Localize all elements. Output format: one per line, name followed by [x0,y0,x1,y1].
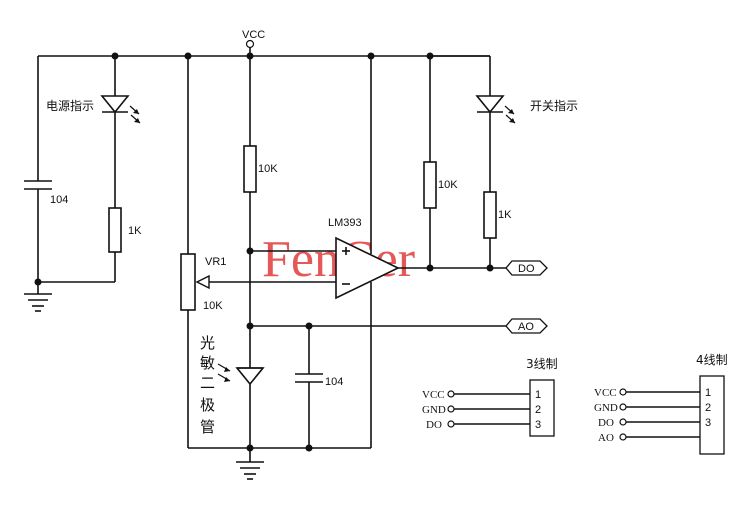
resistor-power-led: 1K [108,207,142,282]
resistor-power-led-value: 1K [128,225,142,237]
net-ao: AO [246,318,548,334]
vr-value: 10K [203,300,223,312]
resistor-switch-led-value: 1K [498,209,512,221]
ground-left [24,278,115,312]
comparator-label: LM393 [328,217,362,229]
photodiode-char-1: 光 [200,334,215,352]
connector4-pin-2: 2 [705,402,711,414]
cap-center-value: 104 [325,376,343,388]
switch-led: 开关指示 [430,55,578,192]
vr-name: VR1 [205,256,226,268]
connector4-signal-2: GND [594,402,618,414]
connector4-pin-3: 3 [705,417,711,429]
cap-left-value: 104 [50,194,68,206]
resistor-top-center: 10K [243,56,336,368]
vcc-rail: VCC [38,29,490,60]
power-led: 电源指示 [46,56,141,208]
net-tag-do: DO [505,260,548,276]
capacitor-left: 104 [24,56,68,282]
net-ao-label: AO [518,321,534,333]
connector3-signal-3: DO [426,419,442,431]
potentiometer-vr1: VR1 10K [180,56,336,448]
connector3-title: 3线制 [526,357,558,371]
resistor-output-pullup: 10K [423,56,458,268]
vcc-label: VCC [242,29,265,41]
resistor-output-pullup-value: 10K [438,179,458,191]
connector3-signal-1: VCC [422,389,445,401]
net-do-label: DO [518,263,535,275]
connector3-pin-1: 1 [535,389,541,401]
photodiode-char-2: 敏 [200,354,215,372]
capacitor-center: 104 [295,326,343,448]
connector3-signal-2: GND [422,404,446,416]
connector4-signal-1: VCC [594,387,617,399]
ground-bottom [188,444,371,480]
photodiode-char-5: 管 [200,418,215,436]
connector-4wire: 4线制 VCC GND DO AO 1 2 3 [594,353,728,455]
photodiode-char-3: 二 [200,374,215,392]
connector4-signal-4: AO [598,432,614,444]
connector4-title: 4线制 [696,353,728,367]
connector-3wire: 3线制 VCC GND DO 1 2 3 [422,357,558,437]
photodiode-char-4: 极 [200,396,215,414]
switch-led-label: 开关指示 [530,98,578,113]
connector3-pin-2: 2 [535,404,541,416]
connector4-signal-3: DO [598,417,614,429]
comparator-lm393: LM393 [328,56,400,448]
resistor-top-center-value: 10K [258,163,278,175]
connector3-pin-3: 3 [535,419,541,431]
resistor-switch-led: 1K [483,191,512,268]
photodiode: 光 敏 二 极 管 [200,334,265,448]
power-led-label: 电源指示 [46,98,94,113]
connector4-pin-1: 1 [705,387,711,399]
